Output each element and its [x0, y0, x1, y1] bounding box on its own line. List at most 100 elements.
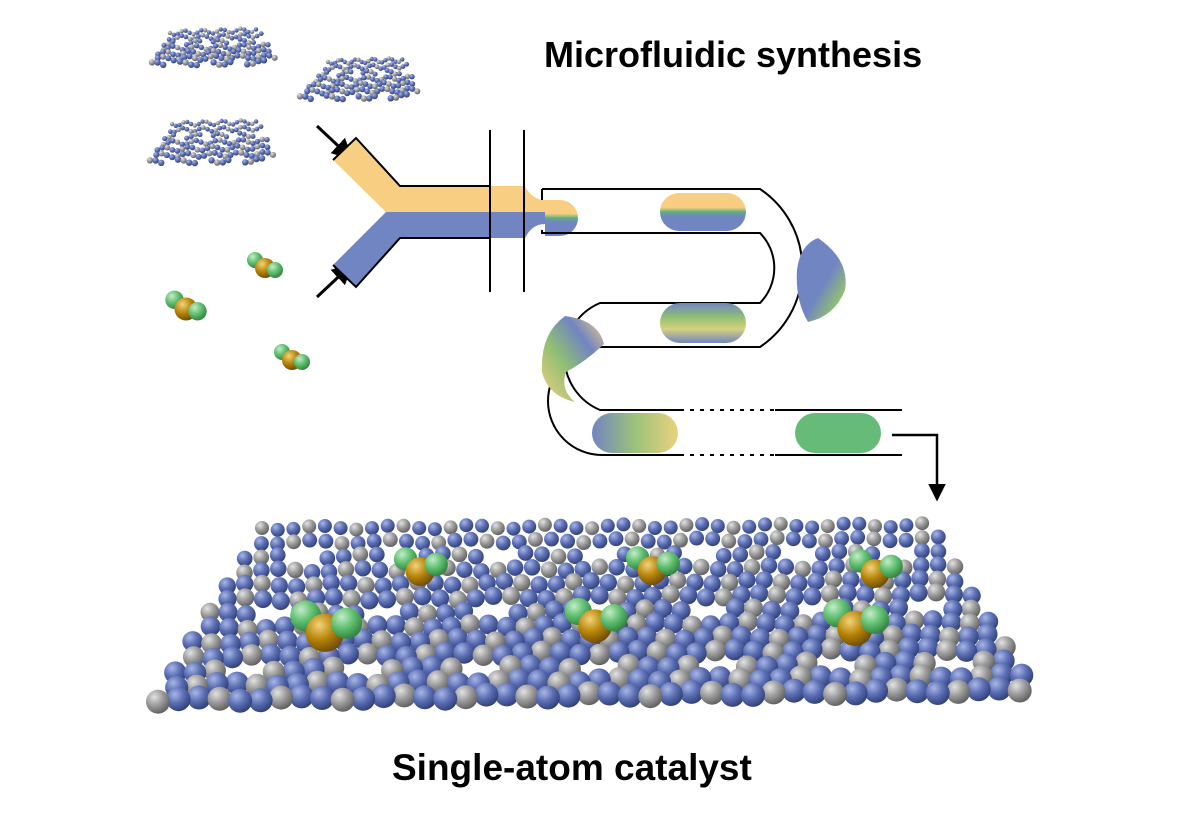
- carbon-atom: [209, 143, 216, 150]
- carbon-atom: [240, 48, 247, 55]
- carbon-atom: [404, 73, 411, 80]
- carbon-atom: [339, 88, 346, 95]
- nitrogen-atom: [237, 36, 243, 42]
- nitrogen-atom: [753, 531, 769, 547]
- nitrogen-atom: [348, 64, 354, 69]
- droplet-5: [592, 413, 678, 453]
- nitrogen-atom: [349, 59, 354, 65]
- nitrogen-atom: [709, 561, 727, 578]
- nitrogen-atom: [186, 53, 193, 60]
- nitrogen-atom: [484, 586, 503, 605]
- carbon-atom: [255, 521, 269, 535]
- nitrogen-atom: [597, 681, 622, 706]
- nitrogen-atom: [197, 132, 203, 138]
- outlet-arrow: [892, 433, 946, 502]
- nitrogen-atom: [393, 64, 398, 70]
- nitrogen-atom: [170, 132, 177, 138]
- nitrogen-atom: [376, 81, 383, 87]
- droplet-3: [660, 303, 746, 343]
- nitrogen-atom: [340, 71, 346, 77]
- nitrogen-atom: [758, 517, 772, 532]
- carbon-atom: [182, 59, 189, 66]
- nitrogen-atom: [162, 136, 168, 142]
- nitrogen-atom: [741, 682, 765, 707]
- nitrogen-atom: [174, 156, 182, 163]
- carbon-atom: [207, 686, 232, 711]
- nitrogen-atom: [236, 574, 254, 593]
- nitrogen-atom: [170, 43, 176, 49]
- nitrogen-atom: [355, 93, 362, 100]
- nitrogen-atom: [198, 139, 204, 145]
- nitrogen-atom: [366, 533, 382, 549]
- carbon-atom: [174, 44, 181, 51]
- carbon-atom: [679, 518, 694, 533]
- nitrogen-atom: [226, 141, 232, 147]
- carbon-atom: [238, 124, 243, 130]
- nitrogen-atom: [987, 676, 1012, 701]
- nitrogen-atom: [253, 119, 259, 124]
- nitrogen-atom: [175, 52, 181, 59]
- carbon-atom: [608, 588, 627, 607]
- nitrogen-atom: [413, 587, 432, 606]
- carbon-atom: [255, 47, 262, 54]
- nitrogen-atom: [245, 54, 252, 62]
- carbon-atom: [164, 144, 171, 151]
- nitrogen-atom: [307, 95, 314, 103]
- nitrogen-atom: [228, 688, 253, 713]
- carbon-atom: [472, 644, 495, 666]
- carbon-atom: [914, 530, 930, 546]
- carbon-atom: [225, 34, 231, 39]
- carbon-atom: [961, 599, 981, 619]
- carbon-atom: [868, 519, 882, 534]
- nitrogen-atom: [334, 86, 341, 93]
- nitrogen-atom: [254, 33, 260, 39]
- nitrogen-atom: [404, 61, 410, 67]
- nitrogen-atom: [233, 127, 239, 133]
- nitrogen-atom: [356, 64, 361, 70]
- carbon-atom: [576, 681, 601, 706]
- nitrogen-atom: [399, 602, 419, 622]
- nitrogen-atom: [348, 76, 354, 82]
- nitrogen-atom: [737, 534, 753, 550]
- nitrogen-atom: [218, 55, 225, 62]
- nitrogen-atom: [246, 126, 251, 132]
- nitrogen-atom: [260, 46, 267, 53]
- carbon-atom: [743, 558, 761, 576]
- carbon-atom: [721, 533, 737, 549]
- nitrogen-atom: [216, 152, 224, 159]
- carbon-atom: [260, 41, 266, 47]
- nitrogen-atom: [756, 613, 777, 634]
- nitrogen-atom: [229, 35, 235, 41]
- nitrogen-atom: [169, 154, 176, 161]
- nitrogen-atom: [320, 83, 327, 90]
- carbon-atom: [339, 75, 345, 82]
- nitrogen-atom: [852, 516, 867, 531]
- nitrogen-atom: [194, 43, 200, 49]
- carbon-atom: [181, 120, 186, 125]
- carbon-atom: [354, 86, 361, 93]
- nitrogen-atom: [790, 574, 808, 592]
- nitrogen-atom: [251, 45, 257, 51]
- nitrogen-atom: [344, 90, 351, 97]
- nitrogen-atom: [329, 87, 336, 94]
- nitrogen-atom: [210, 39, 216, 45]
- carbon-atom: [215, 120, 221, 126]
- nitrogen-atom: [217, 125, 223, 131]
- carbon-atom: [239, 144, 246, 151]
- carbon-atom: [192, 123, 198, 128]
- nitrogen-atom: [253, 27, 259, 32]
- nitrogen-atom: [197, 38, 203, 44]
- nitrogen-atom: [535, 685, 560, 710]
- nitrogen-atom: [165, 55, 172, 62]
- nitrogen-atom: [474, 682, 499, 707]
- nitrogen-atom: [549, 641, 572, 664]
- nitrogen-atom: [599, 573, 617, 592]
- nitrogen-atom: [755, 571, 773, 589]
- nitrogen-atom: [333, 521, 348, 536]
- carbon-atom: [166, 134, 172, 140]
- nitrogen-atom: [738, 571, 756, 589]
- carbon-atom: [225, 126, 231, 132]
- carbon-atom: [453, 685, 478, 710]
- nitrogen-atom: [264, 149, 271, 156]
- chlorine-atom: [424, 552, 448, 577]
